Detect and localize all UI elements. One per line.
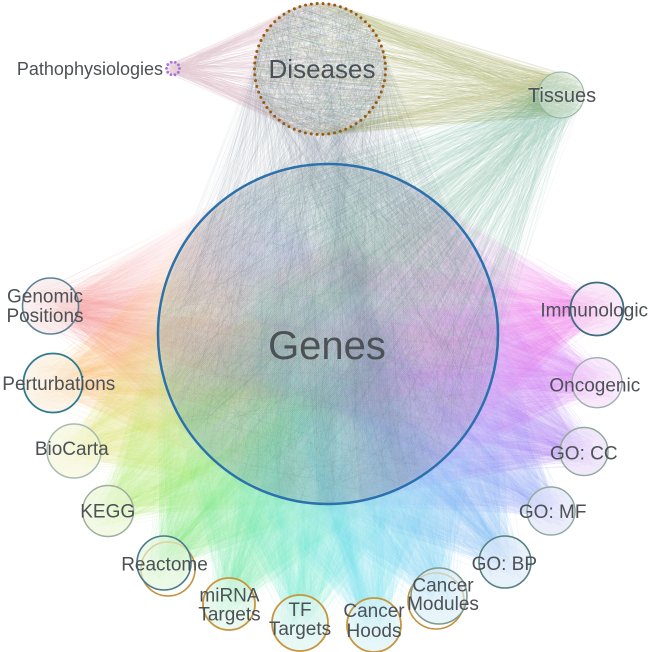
edge-texture-path [166,72,583,504]
edge-texture-path [253,2,583,136]
diseases-internal-edges [254,3,386,135]
edge-texture-path [171,173,615,473]
node-ring-pathophysiologies[interactable] [165,60,181,77]
node-circle-genes[interactable] [156,162,500,506]
node-circle-biocarta[interactable] [46,423,102,479]
node-circle-kegg[interactable] [81,484,135,538]
edge-texture-path [161,166,495,501]
node-circle-cancer-hoods[interactable] [346,597,402,652]
node-label-tissues: Tissues [528,85,596,107]
genes-internal-crisp-edges [159,165,498,503]
edge-texture-path [165,3,494,487]
edge-texture-path [180,77,557,460]
node-label-go-bp: GO: BP [472,554,537,575]
edge-texture-path [158,3,493,503]
edge-texture-path [255,4,386,135]
node-label-oncogenic: Oncogenic [549,376,640,397]
edge-texture-path [159,72,584,493]
edge-texture-path [253,3,584,136]
edge-texture-path [254,5,385,133]
edge-texture-path [254,3,583,135]
node-label-pathophysiologies: Pathophysiologies [17,59,163,79]
edge-fan-pathophysiologies-diseases [166,2,387,136]
node-circle-tissues[interactable] [537,71,585,119]
edge-texture-path [255,3,385,134]
node-label-genes: Genes [268,324,386,368]
edge-texture-path [159,165,496,502]
edge-texture-path [160,2,494,498]
node-circle-perturbations[interactable] [22,352,84,414]
edge-texture-path [161,2,495,501]
node-circle-go-cc[interactable] [559,426,609,477]
node-label-reactome: Reactome [121,555,208,576]
edge-texture-path [237,98,553,499]
node-circle-go-bp[interactable] [478,535,532,589]
edge-texture-path [161,3,496,498]
node-circle-genomic-positions[interactable] [21,277,80,335]
edge-texture-path [253,2,584,136]
edge-fan-immunologic [158,164,615,504]
edge-texture-path [160,166,498,496]
edge-texture-path [254,2,583,135]
edge-texture-path [158,303,600,424]
edge-texture-path [168,5,473,497]
edge-texture-path [162,2,488,481]
edge-texture-path [162,166,480,500]
node-circle-immunologic[interactable] [569,281,625,337]
edge-texture-path [255,4,384,134]
edge-texture-path [158,166,496,503]
edge-texture-path [172,2,496,481]
node-label-perturbations: Perturbations [2,374,115,395]
edge-texture-path [159,2,495,499]
node-label-kegg: KEGG [80,502,135,523]
edge-texture-path [166,2,386,136]
edge-texture-path [164,3,498,484]
edge-texture-path [291,91,432,497]
node-ring-diseases[interactable] [253,2,387,136]
node-circle-go-mf[interactable] [526,486,576,536]
genes-disc-tint [158,164,498,504]
edge-texture-path [166,2,387,135]
edge-fan-diseases-genes-crisp [158,3,493,503]
node-circle-mirna-targets[interactable] [202,577,256,631]
node-label-biocarta: BioCarta [35,439,109,460]
edge-texture-path [174,72,583,491]
node-circle-cancer-modules[interactable] [410,567,468,625]
node-label-immunologic: Immunologic [540,300,648,321]
genes-internal-edges [158,165,498,503]
node-circle-reactome[interactable] [136,535,192,591]
edge-fan-tissues-genes [159,71,584,504]
node-label-diseases: Diseases [269,54,376,84]
edge-texture-path [186,320,607,462]
node-label-go-cc: GO: CC [550,443,618,464]
node-label-go-mf: GO: MF [519,502,587,523]
edge-fan-diseases-tissues [253,2,584,136]
edge-texture-path [162,167,498,498]
edge-texture-path [161,168,498,503]
edge-texture-path [160,71,584,494]
node-circle-tf-targets[interactable] [271,594,329,652]
edge-texture-path [172,2,495,502]
edge-texture-path [178,73,582,497]
edge-texture-path [253,2,584,135]
node-circle-oncogenic[interactable] [571,357,623,409]
edge-texture-path [282,73,346,504]
edge-texture-path [159,165,496,501]
edge-texture-path [167,2,387,136]
edge-fan-diseases-genes [159,2,498,504]
